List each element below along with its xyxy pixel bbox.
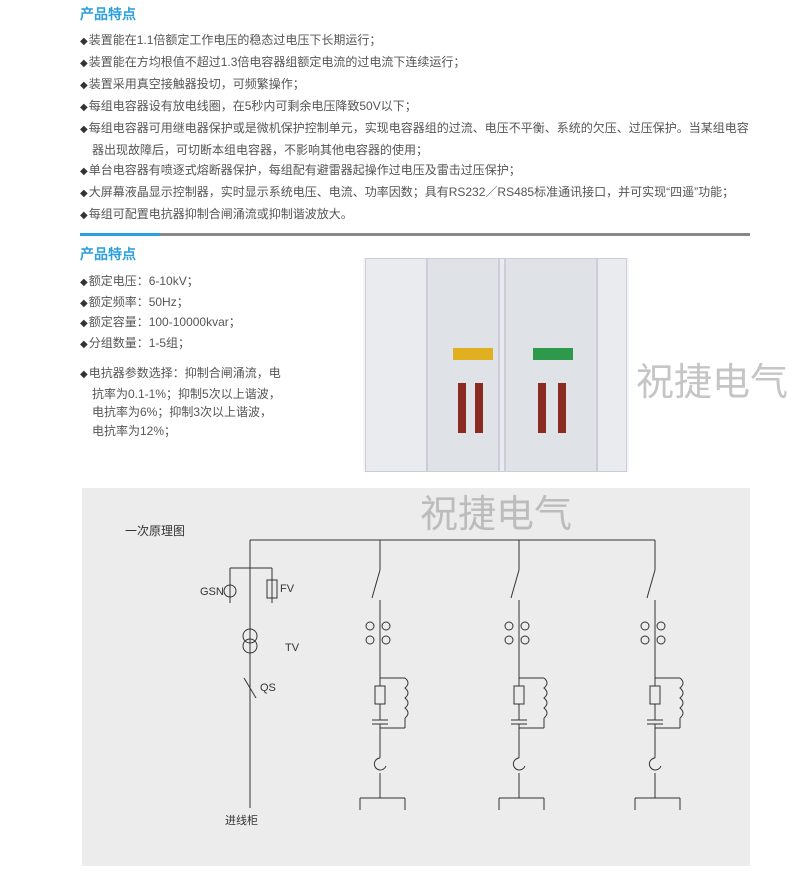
list-item: 每组可配置电抗器抑制合闸涌流或抑制谐波放大。 [80,204,760,226]
diagram-title: 一次原理图 [125,524,185,538]
list-item: 额定容量：100-10000kvar； [80,313,280,334]
list-item: 装置能在1.1倍额定工作电压的稳态过电压下长期运行； [80,30,760,52]
label-tv: TV [285,642,300,654]
list-item: 电抗器参数选择：抑制合闸涌流，电抗率为0.1-1%；抑制5次以上谐波，电抗率为6… [80,364,282,440]
branch-2 [498,540,548,810]
list-item: 每组电容器设有放电线圈，在5秒内可剩余电压降致50V以下； [80,96,760,118]
branch-1 [359,540,409,810]
list-item: 额定电压：6-10kV； [80,272,280,293]
label-fv: FV [280,583,295,595]
list-item: 额定频率：50Hz； [80,293,280,314]
spec-list: 额定电压：6-10kV； 额定频率：50Hz； 额定容量：100-10000kv… [80,272,282,440]
watermark: 祝捷电气 [420,492,573,536]
list-item: 装置能在方均根值不超过1.3倍电容器组额定电流的过电流下连续运行； [80,52,760,74]
label-qs: QS [260,682,276,694]
section-title-specs: 产品特点 [80,246,136,262]
list-item: 单台电容器有喷逐式熔断器保护，每组配有避雷器起操作过电压及雷击过压保护； [80,160,760,182]
cabinet-photo [363,258,629,472]
label-incoming: 进线柜 [225,813,258,827]
section-divider [80,233,750,236]
list-item: 每组电容器可用继电器保护或是微机保护控制单元，实现电容器组的过流、电压不平衡、系… [80,118,760,160]
section-title-features: 产品特点 [80,6,136,22]
label-gsn: GSN [200,586,224,598]
list-item: 装置采用真空接触器投切，可频繁操作； [80,74,760,96]
branch-3 [634,540,684,810]
watermark: 祝捷电气 [636,360,789,404]
list-item: 大屏幕液晶显示控制器，实时显示系统电压、电流、功率因数；具有RS232／RS48… [80,182,760,204]
feature-list: 装置能在1.1倍额定工作电压的稳态过电压下长期运行； 装置能在方均根值不超过1.… [80,30,760,226]
schematic-diagram: 一次原理图 GSN FV TV QS 进线柜 [82,488,750,866]
list-item: 分组数量：1-5组； [80,334,280,355]
